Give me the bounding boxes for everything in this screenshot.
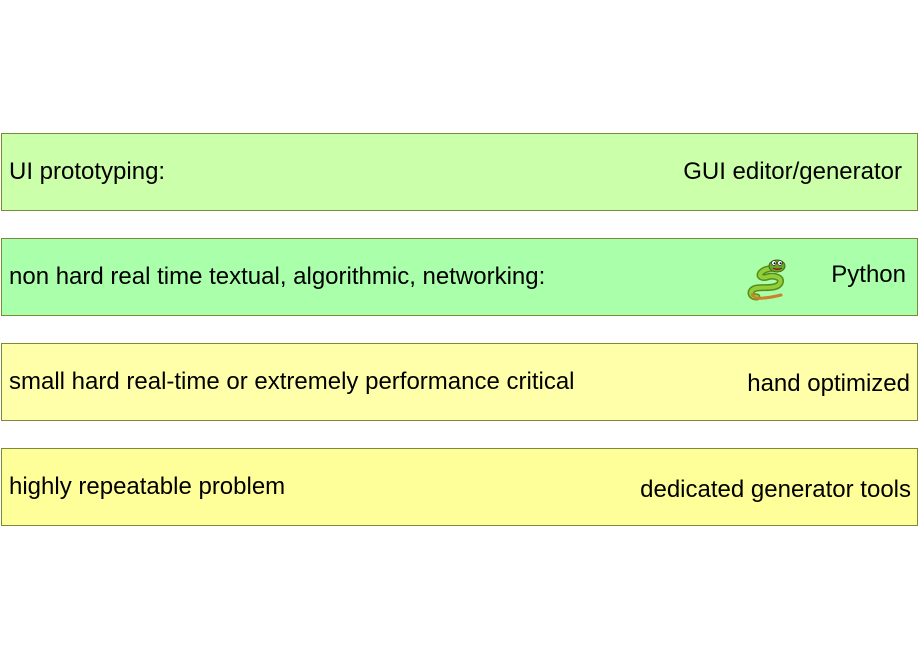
band-right-label: GUI editor/generator [683, 158, 902, 185]
band-left-label: highly repeatable problem [9, 473, 286, 500]
band-left-label: non hard real time textual, algorithmic,… [9, 263, 546, 290]
band-hard-real-time: small hard real-time or extremely perfor… [1, 343, 918, 421]
band-right-label: dedicated generator tools [640, 476, 911, 503]
band-right-label: hand optimized [747, 370, 910, 397]
python-snake-icon [747, 259, 786, 301]
band-ui-prototyping: UI prototyping: GUI editor/generator [1, 133, 918, 211]
band-repeatable-problem: highly repeatable problem dedicated gene… [1, 448, 918, 526]
band-right-label: Python [831, 261, 906, 288]
band-non-hard-real-time: non hard real time textual, algorithmic,… [1, 238, 918, 316]
band-left-label: small hard real-time or extremely perfor… [9, 368, 575, 395]
band-left-label: UI prototyping: [9, 158, 166, 185]
